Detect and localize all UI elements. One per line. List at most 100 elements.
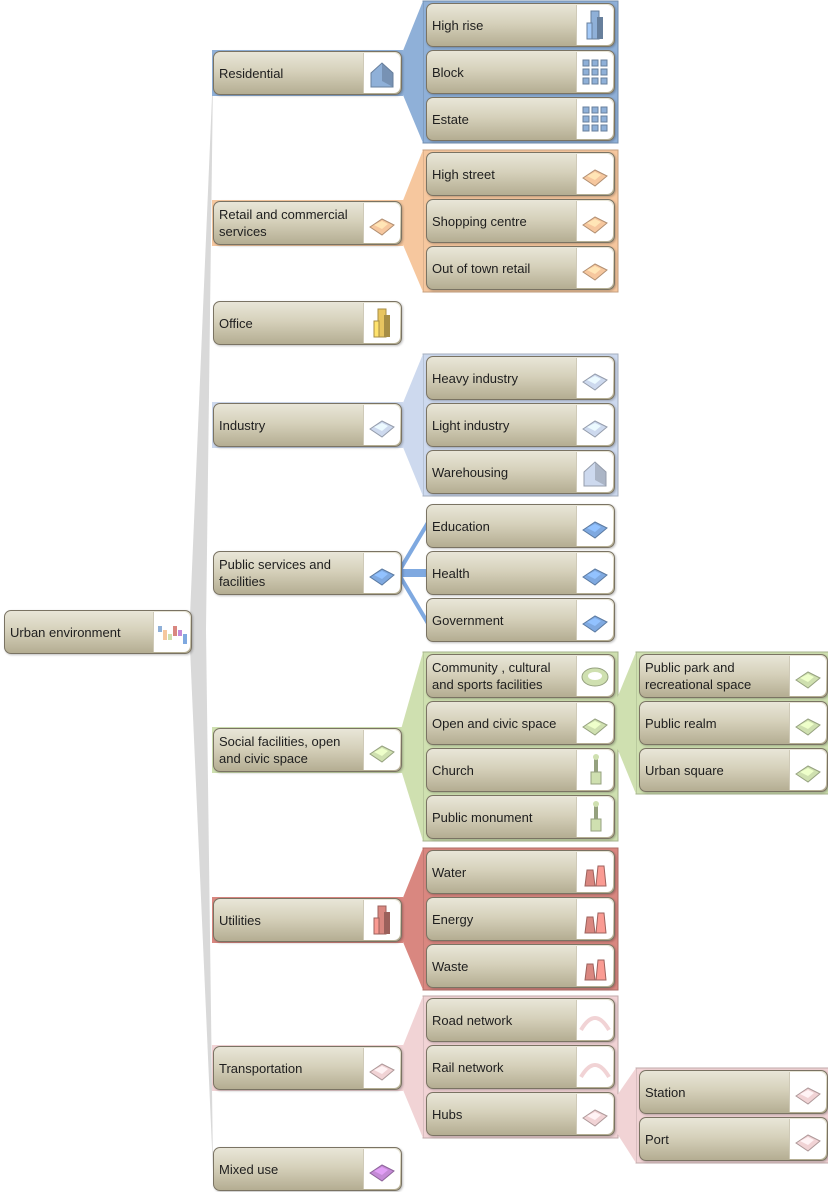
node-label: Transportation xyxy=(219,1060,303,1076)
stadium-icon xyxy=(576,656,613,696)
node-label: Industry xyxy=(219,417,266,433)
node-label: Public services and facilities xyxy=(219,557,331,589)
energy-icon xyxy=(576,899,613,939)
public-building-icon xyxy=(363,553,400,593)
house-icon xyxy=(363,53,400,93)
node-label: Energy xyxy=(432,911,474,927)
node-label: Urban square xyxy=(645,762,724,778)
connector-open-civic-space xyxy=(611,652,636,794)
node-government[interactable]: Government xyxy=(426,598,615,642)
church-icon xyxy=(576,750,613,790)
node-high-rise[interactable]: High rise xyxy=(426,3,615,47)
waste-icon xyxy=(576,946,613,986)
node-label: Mixed use xyxy=(219,1161,279,1177)
node-road-network[interactable]: Road network xyxy=(426,998,615,1042)
node-label: Public park and recreational space xyxy=(645,660,752,692)
node-urban-environment[interactable]: Urban environment xyxy=(4,610,192,654)
node-retail[interactable]: Retail and commercial services xyxy=(213,201,402,245)
education-icon xyxy=(576,506,613,546)
node-label: Water xyxy=(432,864,467,880)
shopping-centre-icon xyxy=(576,201,613,241)
node-label: High street xyxy=(432,166,495,182)
node-label: Waste xyxy=(432,958,469,974)
node-label: Heavy industry xyxy=(432,370,518,386)
node-warehousing[interactable]: Warehousing xyxy=(426,450,615,494)
node-education[interactable]: Education xyxy=(426,504,615,548)
public-realm-icon xyxy=(789,703,826,743)
node-label: Residential xyxy=(219,65,284,81)
node-transportation[interactable]: Transportation xyxy=(213,1046,402,1090)
node-social[interactable]: Social facilities, open and civic space xyxy=(213,728,402,772)
industry-icon xyxy=(363,405,400,445)
connector-social xyxy=(398,652,423,841)
health-icon xyxy=(576,553,613,593)
node-open-civic-space[interactable]: Open and civic space xyxy=(426,701,615,745)
park-icon xyxy=(789,656,826,696)
node-label: Estate xyxy=(432,111,469,127)
rail-icon xyxy=(576,1047,613,1087)
monument-icon xyxy=(576,797,613,837)
node-community[interactable]: Community , cultural and sports faciliti… xyxy=(426,654,615,698)
node-light-industry[interactable]: Light industry xyxy=(426,403,615,447)
connector-utilities xyxy=(398,848,423,990)
connector-retail xyxy=(398,150,423,292)
node-water[interactable]: Water xyxy=(426,850,615,894)
node-church[interactable]: Church xyxy=(426,748,615,792)
node-label: Urban environment xyxy=(10,624,121,640)
node-urban-square[interactable]: Urban square xyxy=(639,748,828,792)
node-label: Out of town retail xyxy=(432,260,531,276)
warehouse-icon xyxy=(576,452,613,492)
node-utilities[interactable]: Utilities xyxy=(213,898,402,942)
cooling-tower-icon xyxy=(363,900,400,940)
node-label: Church xyxy=(432,762,474,778)
node-port[interactable]: Port xyxy=(639,1117,828,1161)
node-out-of-town-retail[interactable]: Out of town retail xyxy=(426,246,615,290)
urban-square-icon xyxy=(789,750,826,790)
tower-icon xyxy=(576,5,613,45)
mixed-use-icon xyxy=(363,1149,400,1189)
civic-space-icon xyxy=(576,703,613,743)
node-label: High rise xyxy=(432,17,484,33)
node-office[interactable]: Office xyxy=(213,301,402,345)
water-icon xyxy=(576,852,613,892)
node-industry[interactable]: Industry xyxy=(213,403,402,447)
node-public-park[interactable]: Public park and recreational space xyxy=(639,654,828,698)
root-spine-connector xyxy=(190,73,213,1171)
node-label: Office xyxy=(219,315,253,331)
port-icon xyxy=(789,1119,826,1159)
node-high-street[interactable]: High street xyxy=(426,152,615,196)
node-public-monument[interactable]: Public monument xyxy=(426,795,615,839)
node-label: Social facilities, open and civic space xyxy=(219,734,341,766)
node-energy[interactable]: Energy xyxy=(426,897,615,941)
hub-icon xyxy=(576,1094,613,1134)
connector-industry xyxy=(398,354,423,496)
node-hubs[interactable]: Hubs xyxy=(426,1092,615,1136)
retail-icon xyxy=(363,203,400,243)
node-shopping-centre[interactable]: Shopping centre xyxy=(426,199,615,243)
node-heavy-industry[interactable]: Heavy industry xyxy=(426,356,615,400)
station-icon xyxy=(789,1072,826,1112)
node-rail-network[interactable]: Rail network xyxy=(426,1045,615,1089)
out-of-town-icon xyxy=(576,248,613,288)
node-label: Road network xyxy=(432,1012,513,1028)
government-icon xyxy=(576,600,613,640)
node-public-realm[interactable]: Public realm xyxy=(639,701,828,745)
node-public-services[interactable]: Public services and facilities xyxy=(213,551,402,595)
node-waste[interactable]: Waste xyxy=(426,944,615,988)
node-estate[interactable]: Estate xyxy=(426,97,615,141)
node-station[interactable]: Station xyxy=(639,1070,828,1114)
node-mixed-use[interactable]: Mixed use xyxy=(213,1147,402,1191)
node-label: Utilities xyxy=(219,912,261,928)
node-residential[interactable]: Residential xyxy=(213,51,402,95)
high-street-icon xyxy=(576,154,613,194)
node-block[interactable]: Block xyxy=(426,50,615,94)
node-health[interactable]: Health xyxy=(426,551,615,595)
social-space-icon xyxy=(363,730,400,770)
connector-transportation xyxy=(398,996,423,1138)
office-tower-icon xyxy=(363,303,400,343)
heavy-industry-icon xyxy=(576,358,613,398)
node-label: Community , cultural and sports faciliti… xyxy=(432,660,551,692)
road-icon xyxy=(576,1000,613,1040)
node-label: Health xyxy=(432,565,470,581)
